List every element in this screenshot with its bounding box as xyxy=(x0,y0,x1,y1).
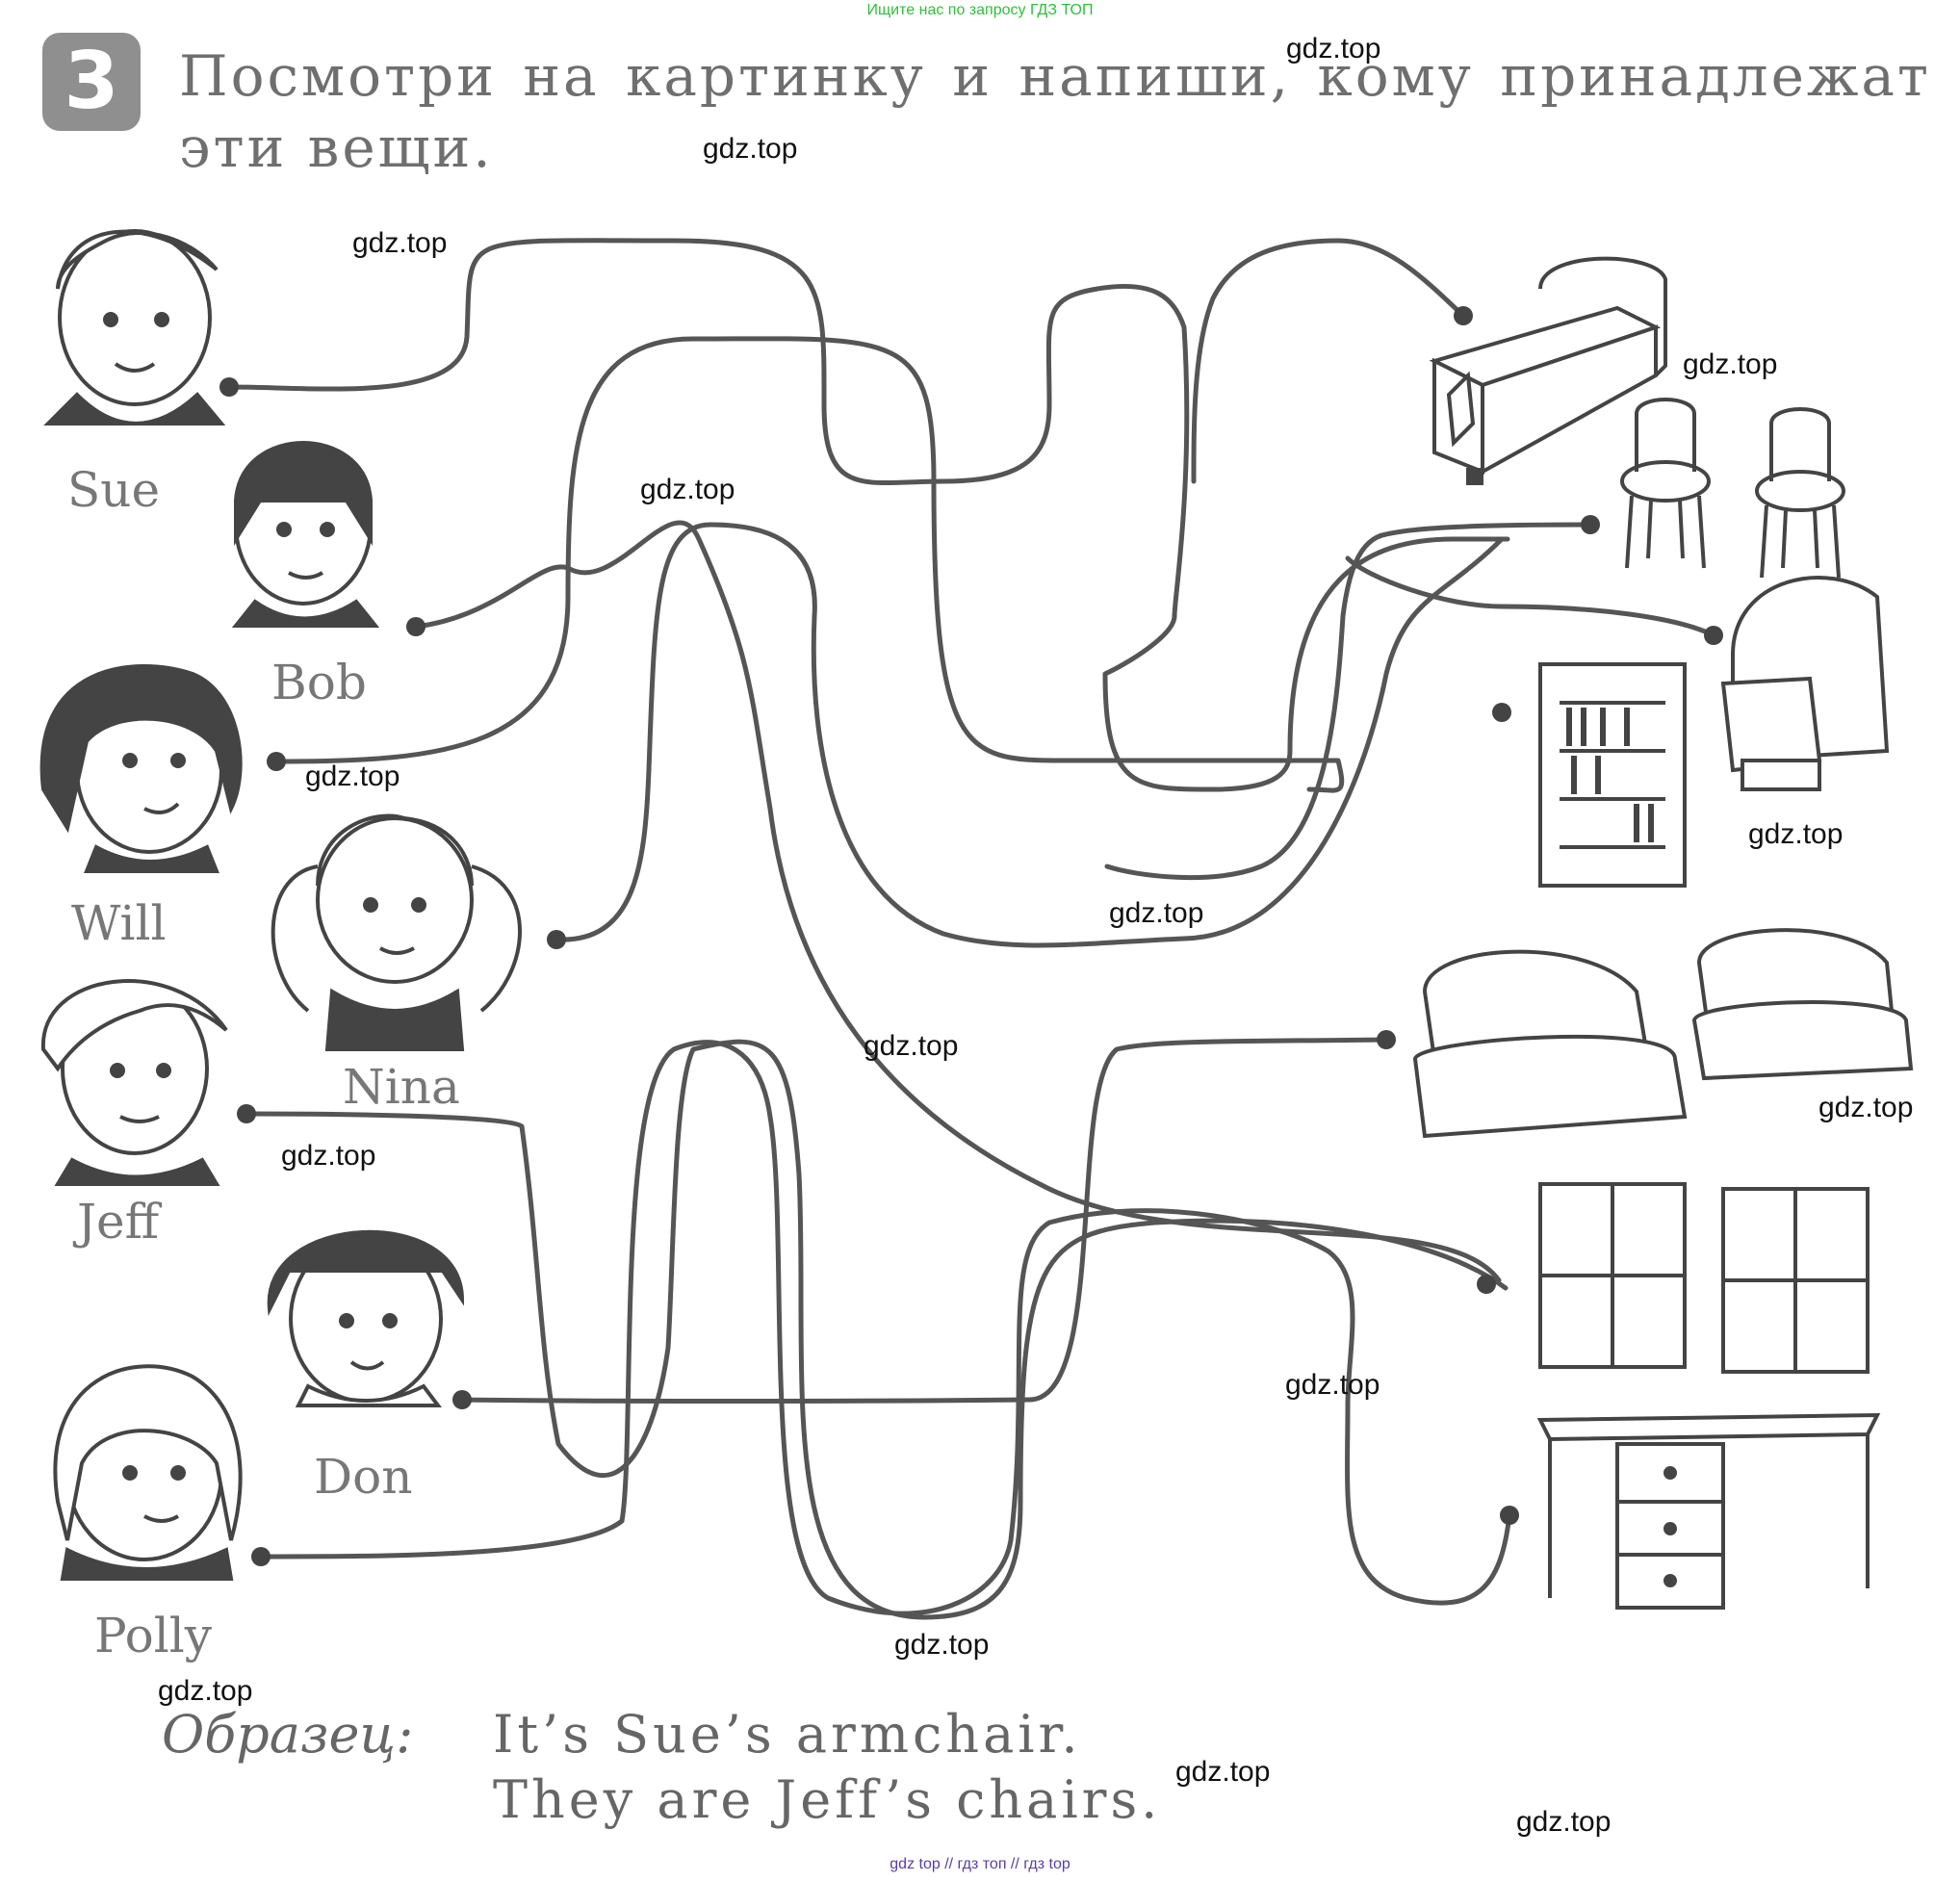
endpoint-chairs xyxy=(1581,515,1600,534)
face-jeff-icon xyxy=(40,979,228,1186)
bookcase-icon xyxy=(1538,662,1687,888)
face-nina-icon xyxy=(271,813,522,1051)
armchair-icon xyxy=(1720,576,1890,791)
endpoint-desk xyxy=(1500,1506,1519,1525)
endpoint-sofa xyxy=(1377,1030,1396,1049)
face-bob-icon xyxy=(231,441,380,628)
endpoint-cupboards xyxy=(1477,1275,1496,1294)
watermark: gdz.top xyxy=(1109,897,1204,929)
endpoint-armchair xyxy=(1704,626,1723,645)
face-don-icon xyxy=(267,1229,465,1407)
watermark: gdz.top xyxy=(305,761,400,792)
task-instruction: Посмотри на картинку и напиши, кому прин… xyxy=(179,43,1931,180)
sofa-icon xyxy=(1412,928,1914,1139)
watermark: gdz.top xyxy=(1748,818,1844,850)
name-will: Will xyxy=(71,895,167,951)
endpoint-will xyxy=(267,752,286,771)
endpoint-jeff xyxy=(237,1104,256,1123)
bed-icon xyxy=(1429,256,1667,485)
face-polly-icon xyxy=(53,1364,243,1581)
sample-line-2: They are Jeff’s chairs. xyxy=(493,1769,1162,1830)
sample-label: Образец: xyxy=(162,1704,414,1765)
endpoint-nina xyxy=(547,930,566,949)
maze-endpoints xyxy=(219,306,1723,1566)
watermark: gdz.top xyxy=(1286,33,1381,64)
watermark: gdz.top xyxy=(864,1030,959,1062)
watermark: gdz.top xyxy=(640,474,735,505)
faces xyxy=(39,229,522,1581)
bottom-site-links[interactable]: gdz top // гдз топ // гдз top xyxy=(890,1856,1070,1872)
exercise-number-badge xyxy=(42,33,141,131)
watermark: gdz.top xyxy=(352,227,448,259)
sample-line-1: It’s Sue’s armchair. xyxy=(493,1704,1082,1765)
chairs-icon xyxy=(1620,398,1845,579)
watermark: gdz.top xyxy=(1175,1756,1271,1788)
name-don: Don xyxy=(314,1449,413,1505)
endpoint-bed xyxy=(1454,306,1473,325)
name-jeff: Jeff xyxy=(77,1194,160,1250)
desk-icon xyxy=(1536,1412,1881,1610)
top-search-hint-link[interactable]: Ищите нас по запросу ГДЗ ТОП xyxy=(866,2,1094,18)
endpoint-polly xyxy=(251,1547,271,1566)
face-sue-icon xyxy=(43,229,226,425)
watermark: gdz.top xyxy=(158,1675,253,1707)
name-sue: Sue xyxy=(67,462,161,518)
watermark: gdz.top xyxy=(281,1140,376,1172)
cupboards-icon xyxy=(1538,1182,1870,1374)
name-nina: Nina xyxy=(343,1059,460,1115)
watermark: gdz.top xyxy=(703,133,798,165)
watermark: gdz.top xyxy=(1285,1369,1380,1401)
watermark: gdz.top xyxy=(1818,1092,1914,1123)
maze-lines xyxy=(226,238,1716,1620)
watermark: gdz.top xyxy=(1683,348,1778,380)
endpoint-sue xyxy=(219,377,239,397)
endpoint-don xyxy=(452,1390,472,1409)
exercise-number: 3 xyxy=(64,36,119,127)
furniture xyxy=(1412,256,1914,1610)
endpoint-bob xyxy=(406,617,426,636)
name-polly: Polly xyxy=(94,1608,212,1663)
name-bob: Bob xyxy=(271,655,367,710)
endpoint-bookcase xyxy=(1492,703,1511,722)
watermark: gdz.top xyxy=(1516,1806,1612,1838)
face-will-icon xyxy=(39,664,243,873)
watermark: gdz.top xyxy=(894,1629,990,1661)
